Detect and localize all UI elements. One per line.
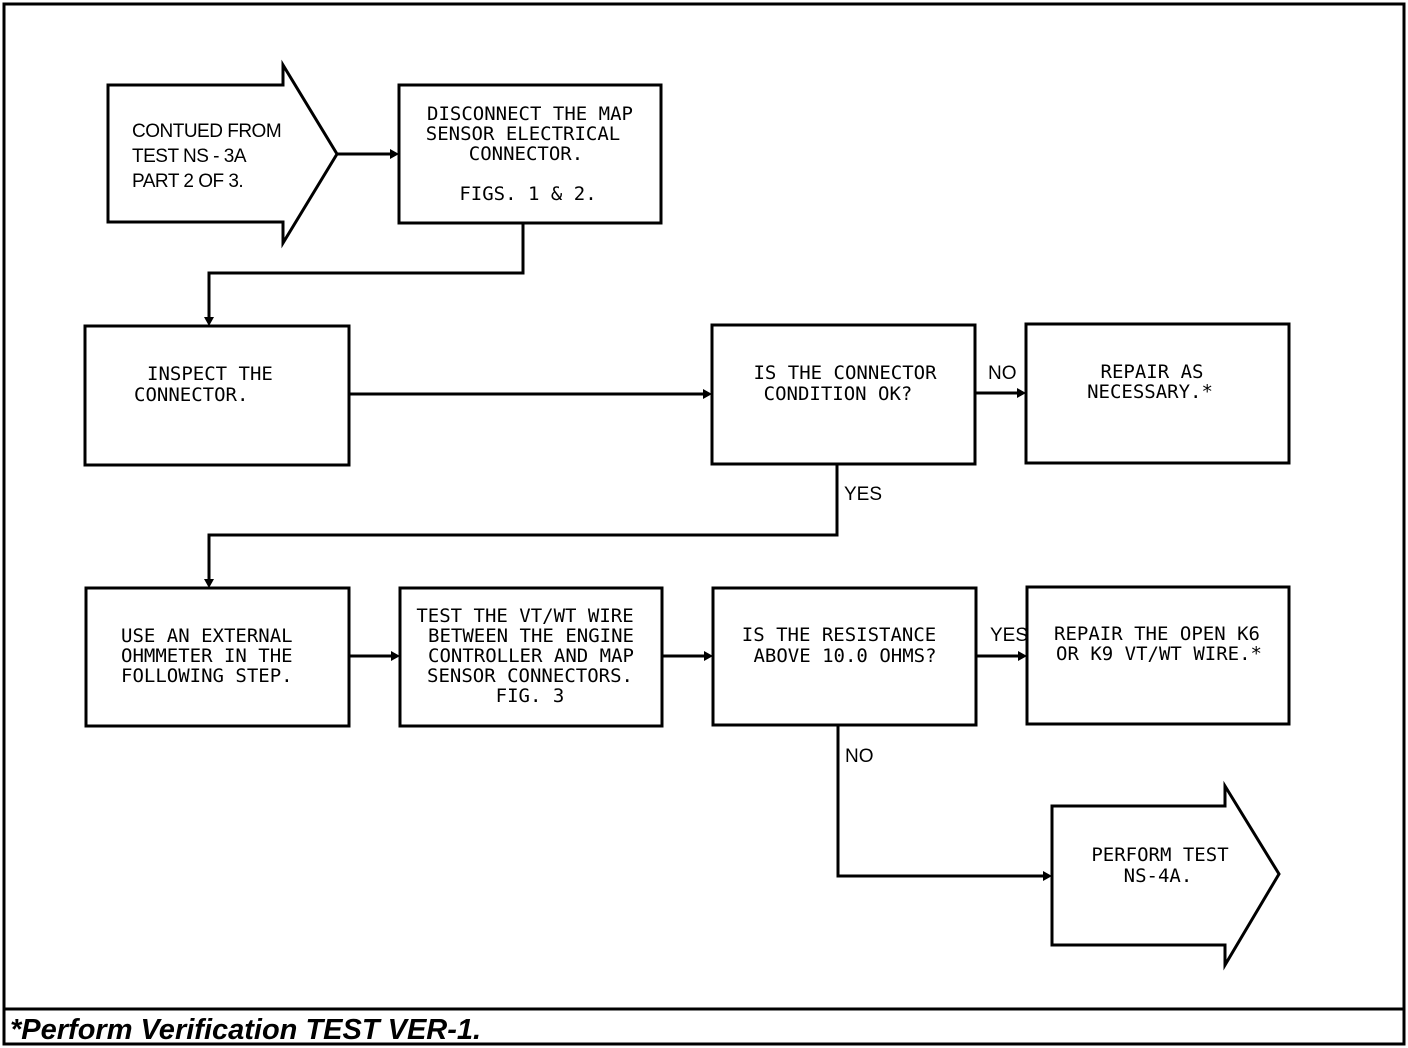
decision-resistance: IS THE RESISTANCE ABOVE 10.0 OHMS? (711, 586, 978, 727)
step-repair-open-wire: REPAIR THE OPEN K6 OR K9 VT/WT WIRE.* (1025, 585, 1291, 726)
start-line-2: TEST NS - 3A (132, 146, 247, 167)
inspect-line-1: INSPECT THE (147, 363, 273, 385)
test-wire-line-3: CONTROLLER AND MAP (428, 645, 634, 667)
disconnect-line-1: DISCONNECT THE MAP (427, 103, 633, 125)
decision-connector-ok: IS THE CONNECTOR CONDITION OK? (710, 323, 977, 466)
branch-label-no: NO (988, 363, 1017, 384)
branch-label-no: NO (845, 746, 874, 767)
start-line-1: CONTUED FROM (132, 121, 281, 142)
perform-line-1: PERFORM TEST (1091, 844, 1228, 866)
disconnect-line-3: CONNECTOR. (469, 143, 583, 165)
connector-ok-line-1: IS THE CONNECTOR (753, 362, 937, 384)
perform-line-2: NS-4A. (1124, 865, 1193, 887)
arrowhead (390, 149, 399, 159)
repair2-line-1: REPAIR THE OPEN K6 (1054, 623, 1260, 645)
repair1-line-1: REPAIR AS (1101, 361, 1204, 383)
branch-label-yes: YES (844, 484, 882, 505)
arrowhead (704, 651, 713, 661)
arrowhead (204, 579, 214, 588)
arrowhead (204, 317, 214, 326)
connector-ok-line-2: CONDITION OK? (764, 383, 913, 405)
arrowhead (391, 651, 400, 661)
ohmmeter-line-1: USE AN EXTERNAL (121, 625, 293, 647)
step-inspect: INSPECT THE CONNECTOR. (83, 324, 351, 467)
disconnect-line-2: SENSOR ELECTRICAL (426, 123, 620, 145)
connector-no-to-perform (836, 725, 1046, 878)
arrowhead (1018, 651, 1027, 661)
arrowheads (204, 149, 1052, 881)
test-wire-line-4: SENSOR CONNECTORS. (427, 665, 633, 687)
connector-yes-to-ohmmeter (207, 464, 839, 582)
repair2-line-2: OR K9 VT/WT WIRE.* (1056, 643, 1262, 665)
arrowhead (1043, 871, 1052, 881)
test-wire-line-1: TEST THE VT/WT WIRE (416, 605, 633, 627)
disconnect-line-4: FIGS. 1 & 2. (459, 183, 596, 205)
arrowhead (1017, 388, 1026, 398)
test-wire-line-2: BETWEEN THE ENGINE (428, 625, 634, 647)
footer-note: *Perform Verification TEST VER-1. (10, 1014, 481, 1046)
ohmmeter-line-2: OHMMETER IN THE (121, 645, 293, 667)
resistance-line-2: ABOVE 10.0 OHMS? (753, 645, 936, 667)
step-disconnect: DISCONNECT THE MAP SENSOR ELECTRICAL CON… (397, 83, 663, 225)
start-arrow: CONTUED FROM TEST NS - 3A PART 2 OF 3. (106, 59, 339, 249)
test-wire-line-5: FIG. 3 (496, 685, 565, 707)
perform-test-arrow: PERFORM TEST NS-4A. (1050, 780, 1281, 971)
branch-label-yes: YES (990, 625, 1028, 646)
start-line-3: PART 2 OF 3. (132, 171, 243, 192)
resistance-line-1: IS THE RESISTANCE (742, 624, 936, 646)
ohmmeter-line-3: FOLLOWING STEP. (121, 665, 293, 687)
connector-disconnect-to-inspect (207, 223, 525, 320)
arrowhead (703, 389, 712, 399)
step-ohmmeter: USE AN EXTERNAL OHMMETER IN THE FOLLOWIN… (84, 586, 351, 728)
connectors (207, 152, 1046, 878)
step-test-wire: TEST THE VT/WT WIRE BETWEEN THE ENGINE C… (398, 586, 664, 728)
repair1-line-2: NECESSARY.* (1087, 381, 1213, 403)
step-repair-as-necessary: REPAIR AS NECESSARY.* (1024, 322, 1291, 465)
inspect-line-2: CONNECTOR. (134, 384, 248, 406)
